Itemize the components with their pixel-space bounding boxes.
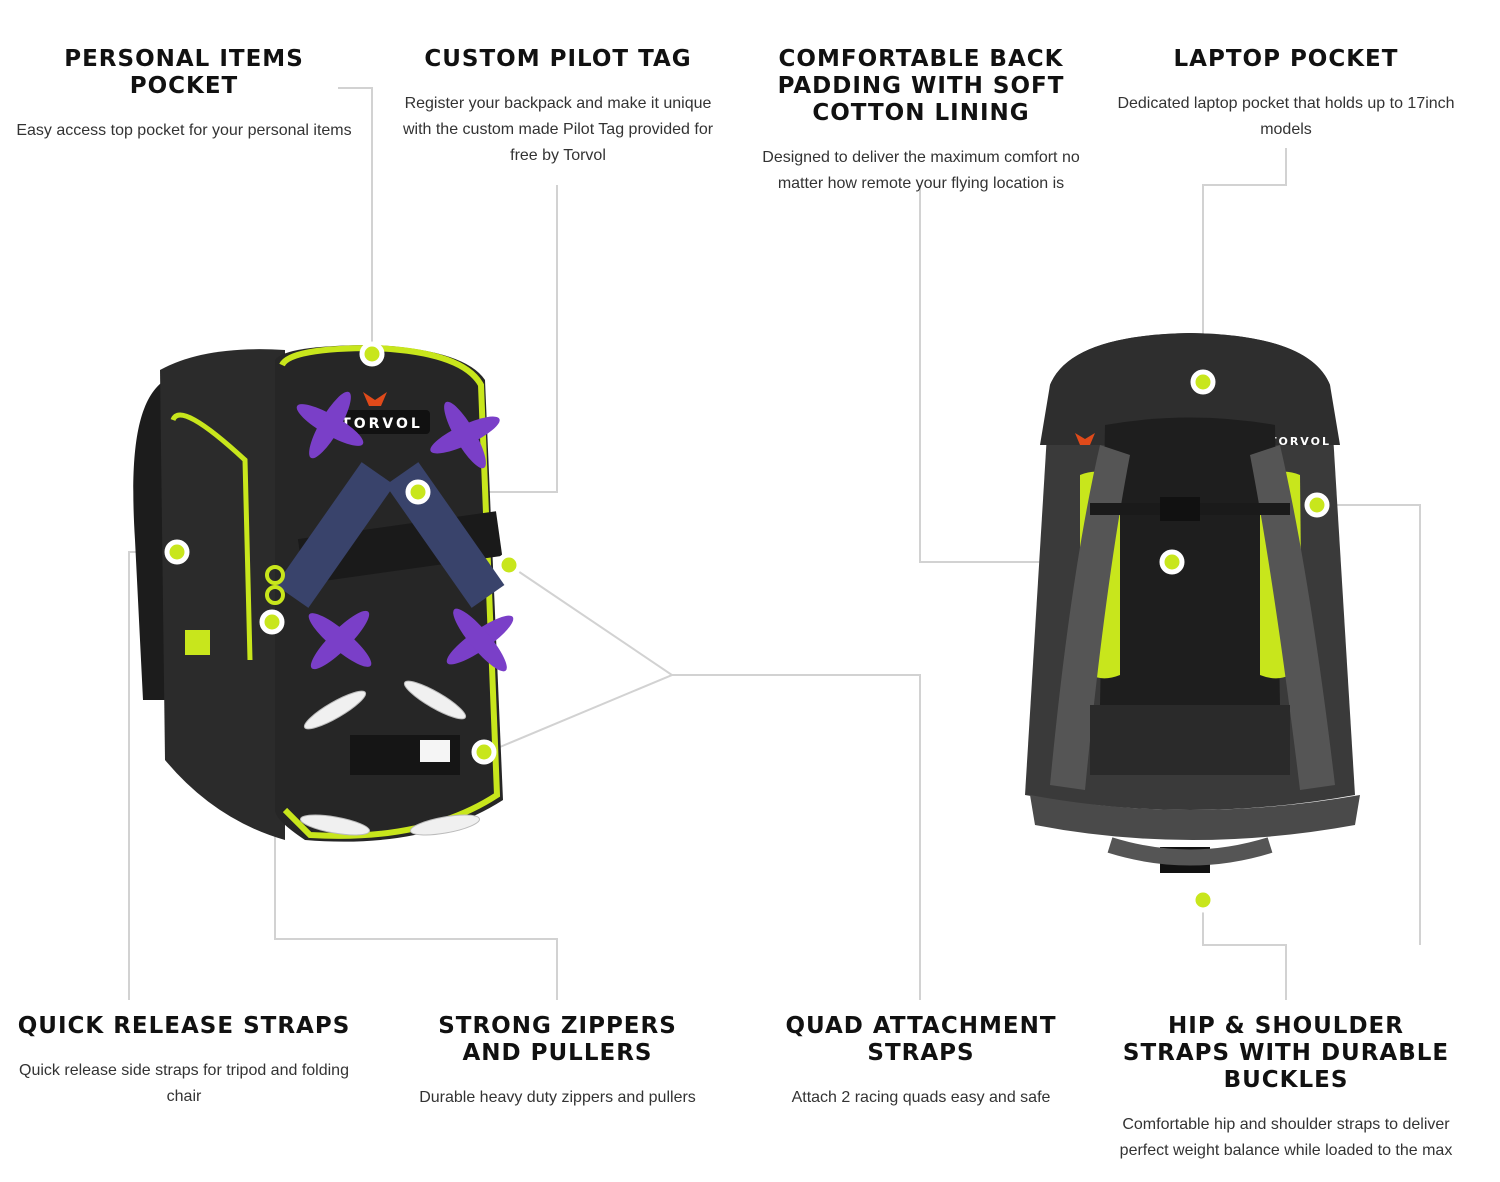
feature-desc: Easy access top pocket for your personal…	[16, 122, 352, 139]
feature-desc: Quick release side straps for tripod and…	[19, 1062, 349, 1105]
feature-personal-items: PERSONAL ITEMS POCKET Easy access top po…	[10, 46, 358, 144]
dot-quad-straps-bottom	[471, 739, 497, 765]
feature-quad-straps: QUAD ATTACHMENT STRAPS Attach 2 racing q…	[745, 1013, 1097, 1111]
feature-desc: Comfortable hip and shoulder straps to d…	[1119, 1116, 1453, 1159]
feature-back-padding: COMFORTABLE BACK PADDING WITH SOFT COTTO…	[740, 46, 1102, 197]
feature-desc: Durable heavy duty zippers and pullers	[419, 1089, 696, 1106]
torvol-logo-front: TORVOL	[341, 416, 423, 432]
feature-hip-shoulder: HIP & SHOULDER STRAPS WITH DURABLE BUCKL…	[1110, 1013, 1462, 1164]
feature-quick-release: QUICK RELEASE STRAPS Quick release side …	[10, 1013, 358, 1110]
dot-shoulder-straps	[1304, 492, 1330, 518]
feature-desc: Designed to deliver the maximum comfort …	[762, 149, 1080, 192]
feature-title: HIP & SHOULDER STRAPS WITH DURABLE BUCKL…	[1122, 1013, 1450, 1093]
feature-title: COMFORTABLE BACK PADDING WITH SOFT COTTO…	[777, 46, 1065, 126]
dot-back-padding	[1159, 549, 1185, 575]
feature-title: LAPTOP POCKET	[1173, 46, 1399, 72]
dot-laptop	[1190, 369, 1216, 395]
torvol-logo-back: TORVOL	[1269, 435, 1331, 448]
feature-desc: Attach 2 racing quads easy and safe	[791, 1089, 1051, 1106]
front-backpack-image: TORVOL	[133, 344, 514, 842]
dot-personal-items	[359, 341, 385, 367]
feature-pilot-tag: CUSTOM PILOT TAG Register your backpack …	[393, 46, 723, 169]
feature-title: PERSONAL ITEMS POCKET	[64, 46, 304, 99]
feature-desc: Register your backpack and make it uniqu…	[402, 95, 714, 164]
feature-title: CUSTOM PILOT TAG	[424, 46, 692, 72]
back-backpack-image: TORVOL	[1025, 333, 1360, 873]
dot-pilot-tag	[405, 479, 431, 505]
feature-title: STRONG ZIPPERS AND PULLERS	[438, 1013, 677, 1066]
feature-desc: Dedicated laptop pocket that holds up to…	[1117, 95, 1455, 138]
dot-zippers	[259, 609, 285, 635]
feature-title: QUAD ATTACHMENT STRAPS	[785, 1013, 1057, 1066]
dot-quad-straps-top	[496, 552, 522, 578]
dot-hip-belt	[1190, 887, 1216, 913]
dot-quick-release	[164, 539, 190, 565]
feature-title: QUICK RELEASE STRAPS	[17, 1013, 351, 1039]
feature-laptop: LAPTOP POCKET Dedicated laptop pocket th…	[1110, 46, 1462, 143]
feature-zippers: STRONG ZIPPERS AND PULLERS Durable heavy…	[400, 1013, 715, 1111]
